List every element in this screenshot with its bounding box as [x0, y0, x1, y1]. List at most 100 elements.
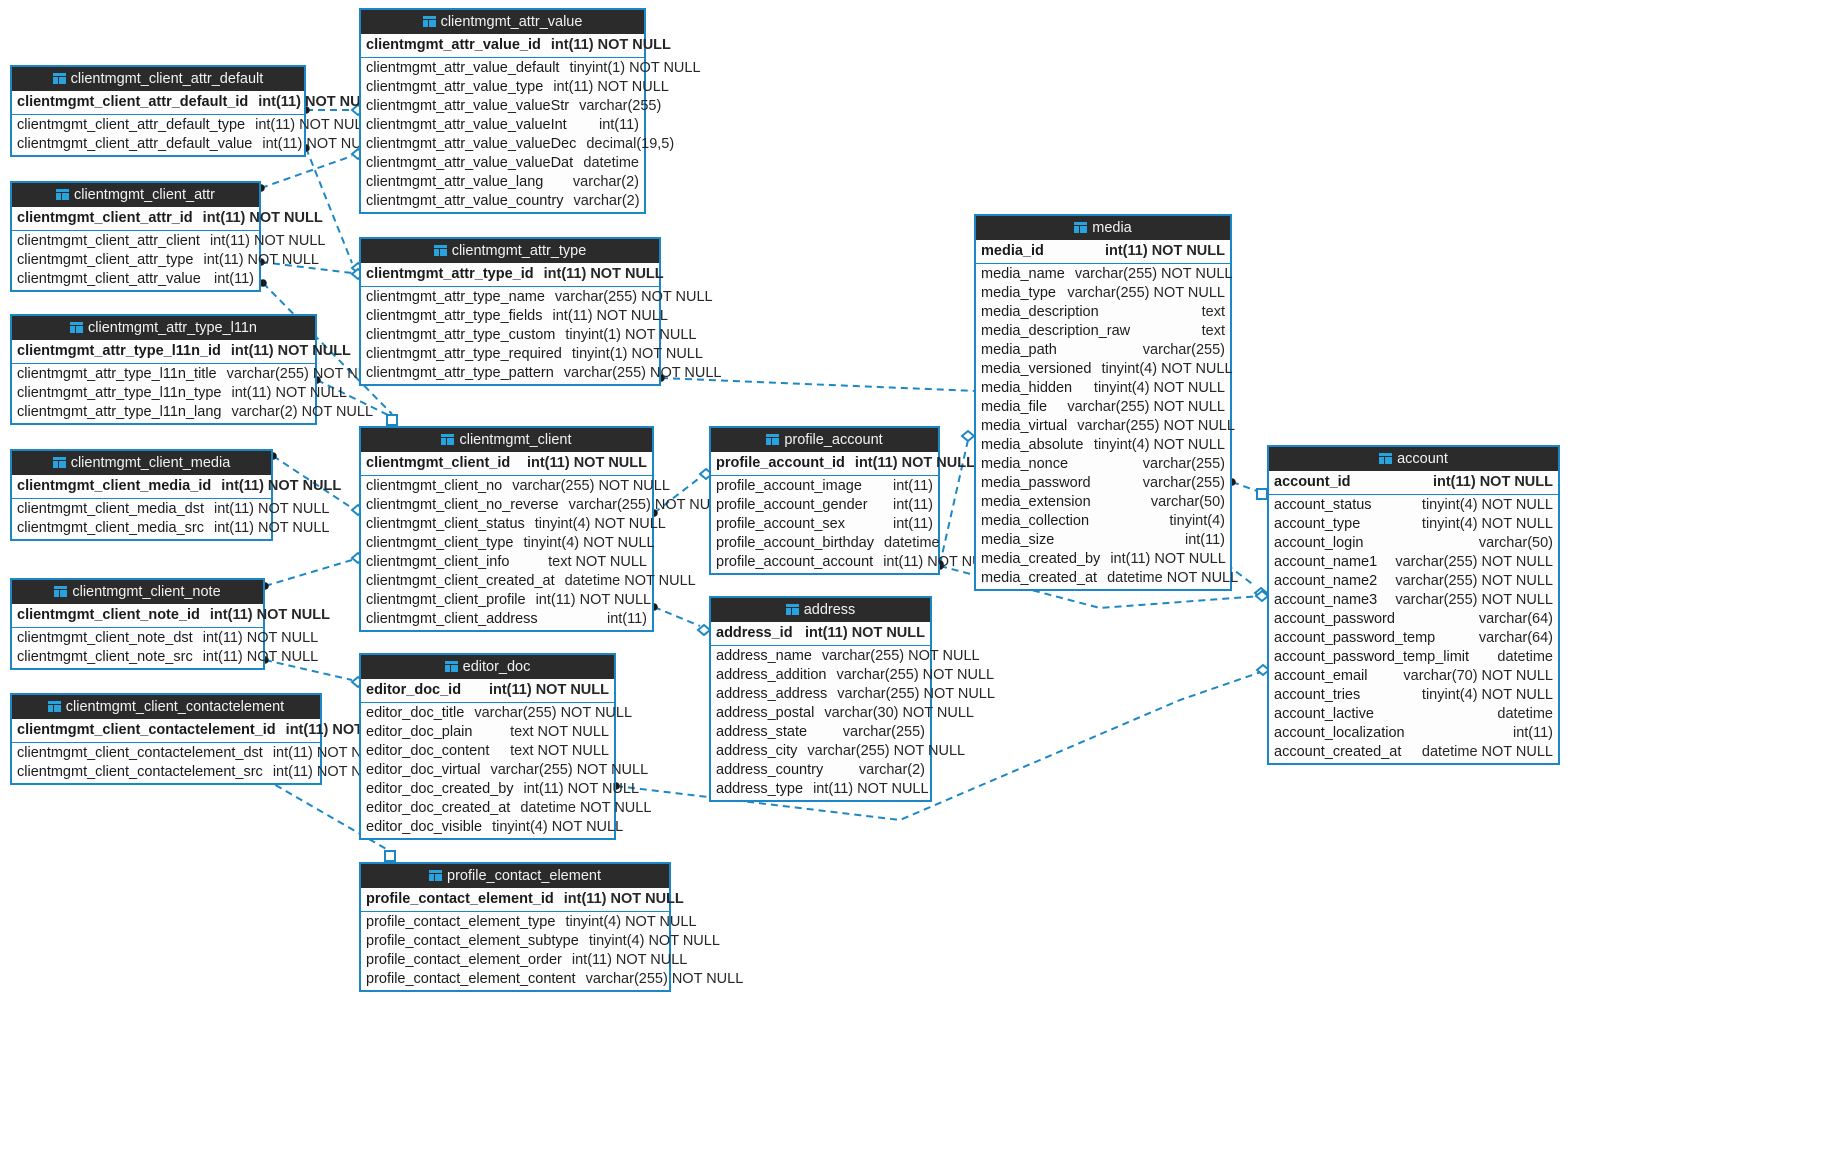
primary-key-row: editor_doc_id int(11) NOT NULL — [361, 679, 614, 702]
column-name: account_email — [1274, 668, 1368, 684]
column-name: editor_doc_content — [366, 743, 490, 759]
column-name: media_versioned — [981, 361, 1092, 377]
column-name: profile_contact_element_content — [366, 971, 576, 987]
column-name: account_status — [1274, 497, 1372, 513]
column-type: tinyint(4) NOT NULL — [534, 516, 666, 532]
column-type: int(11) NOT NULL — [202, 210, 323, 226]
column-type: varchar(2) — [858, 762, 925, 778]
column-type: text NOT NULL — [510, 743, 609, 759]
table-header-media[interactable]: media — [976, 216, 1230, 240]
table-header-address[interactable]: address — [711, 598, 930, 622]
table-icon — [54, 586, 68, 597]
table-header-clientmgmt_client_contactelement[interactable]: clientmgmt_client_contactelement — [12, 695, 320, 719]
column-type: tinyint(4) — [1169, 513, 1225, 529]
table-header-profile_contact_element[interactable]: profile_contact_element — [361, 864, 669, 888]
table-header-clientmgmt_attr_value[interactable]: clientmgmt_attr_value — [361, 10, 644, 34]
column-name: profile_contact_element_type — [366, 914, 556, 930]
table-icon — [52, 457, 66, 468]
table-header-profile_account[interactable]: profile_account — [711, 428, 938, 452]
column-type: varchar(255) — [1142, 456, 1225, 472]
table-header-clientmgmt_client_note[interactable]: clientmgmt_client_note — [12, 580, 263, 604]
table-header-clientmgmt_attr_type_l11n[interactable]: clientmgmt_attr_type_l11n — [12, 316, 315, 340]
column-type: varchar(255) NOT NULL — [1395, 573, 1553, 589]
table-header-clientmgmt_client_media[interactable]: clientmgmt_client_media — [12, 451, 271, 475]
column-type: datetime — [583, 155, 639, 171]
entity-table-profile_contact_element[interactable]: profile_contact_element profile_contact_e… — [359, 862, 743, 992]
table-icon — [55, 189, 69, 200]
column-type: datetime NOT NULL — [520, 800, 652, 816]
column-type: tinyint(4) NOT NULL — [1101, 361, 1233, 377]
column-type: varchar(255) — [1142, 475, 1225, 491]
table-header-clientmgmt_client_attr[interactable]: clientmgmt_client_attr — [12, 183, 259, 207]
table-icon — [766, 434, 780, 445]
column-type: tinyint(4) NOT NULL — [523, 535, 655, 551]
column-name: media_name — [981, 266, 1065, 282]
table-header-editor_doc[interactable]: editor_doc — [361, 655, 614, 679]
column-name: clientmgmt_client_media_src — [17, 520, 204, 536]
table-header-clientmgmt_attr_type[interactable]: clientmgmt_attr_type — [361, 239, 659, 263]
relation-endpoint-square — [1256, 488, 1268, 500]
table-header-account[interactable]: account — [1269, 447, 1558, 471]
column-name: account_name2 — [1274, 573, 1378, 589]
column-type: int(11) NOT NULL — [488, 682, 609, 698]
table-header-clientmgmt_client_attr_default[interactable]: clientmgmt_client_attr_default — [12, 67, 304, 91]
column-type: int(11) NOT NULL — [262, 136, 378, 152]
column-name: editor_doc_id — [366, 682, 462, 698]
column-name: editor_doc_plain — [366, 724, 473, 740]
table-name: clientmgmt_client_media — [70, 455, 231, 472]
column-type: tinyint(4) NOT NULL — [1421, 497, 1553, 513]
table-header-clientmgmt_client[interactable]: clientmgmt_client — [361, 428, 652, 452]
column-name: address_addition — [716, 667, 827, 683]
column-name: account_name1 — [1274, 554, 1378, 570]
column-type: tinyint(1) NOT NULL — [565, 327, 697, 343]
entity-table-clientmgmt_attr_value[interactable]: clientmgmt_attr_value clientmgmt_attr_val… — [359, 8, 701, 214]
column-type: tinyint(1) NOT NULL — [569, 60, 701, 76]
column-name: address_country — [716, 762, 824, 778]
column-name: address_state — [716, 724, 808, 740]
columns-section: account_status tinyint(4) NOT NULL account… — [1269, 495, 1558, 763]
column-type: text NOT NULL — [548, 554, 647, 570]
entity-table-clientmgmt_attr_type_l11n[interactable]: clientmgmt_attr_type_l11n clientmgmt_attr… — [10, 314, 384, 425]
column-name: media_size — [981, 532, 1055, 548]
entity-table-clientmgmt_attr_type[interactable]: clientmgmt_attr_type clientmgmt_attr_type… — [359, 237, 721, 386]
entity-table-clientmgmt_client_media[interactable]: clientmgmt_client_media clientmgmt_client… — [10, 449, 341, 541]
